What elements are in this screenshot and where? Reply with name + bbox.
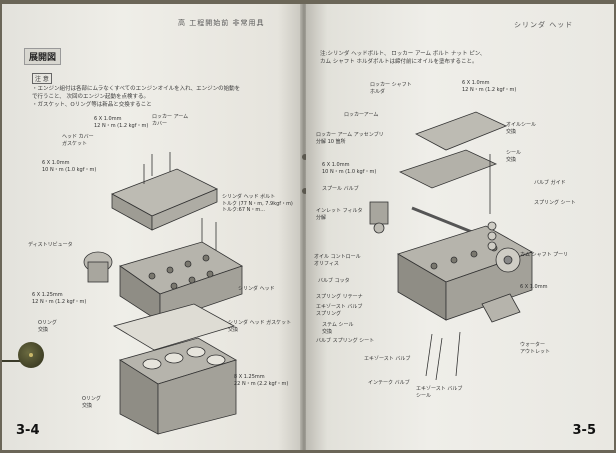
callout: シリンダ ヘッド ボルト トルク (77 N・m, 7.9kgf・m) トルク:… xyxy=(222,194,293,213)
callout: オイルシール 交換 xyxy=(506,122,537,135)
callout: カム シャフト プーリ xyxy=(520,252,569,258)
page-number-left: 3-4 xyxy=(16,423,40,438)
binding-hole xyxy=(302,154,308,160)
callout: オイル コントロール オリフィス xyxy=(314,254,361,267)
binding-hole xyxy=(302,188,308,194)
note-line: 注:シリンダ ヘッドボルト、 ロッカー アーム ボルト ナット ピン、 xyxy=(320,51,486,57)
section-title: 展開図 xyxy=(24,48,62,65)
callout: バルブ コッタ xyxy=(318,278,350,284)
callout: ロッカー アーム カバー xyxy=(152,114,189,127)
callout: ヘッド カバー ガスケット xyxy=(62,134,94,147)
callout: エキゾースト バルブ シール xyxy=(416,386,463,399)
callout: シリンダ ヘッド ガスケット 交換 xyxy=(228,320,292,333)
callout: 6 X 1.0mm 12 N・m (1.2 kgf・m) xyxy=(94,116,149,129)
binder-clip-wire xyxy=(2,350,22,362)
callout: ロッカー シャフト ホルダ xyxy=(370,82,412,95)
callout: 6 X 1.0mm 12 N・m (1.2 kgf・m) xyxy=(462,80,517,93)
left-exploded-diagram xyxy=(83,152,243,435)
callout: バルブ ガイド xyxy=(534,180,566,186)
note-line: カム シャフト ホルダボルトは締付前にオイルを塗布すること。 xyxy=(320,59,478,65)
note-line: ・ガスケット、Oリング等は新品と交換すること xyxy=(32,102,152,108)
right-note: 注:シリンダ ヘッドボルト、 ロッカー アーム ボルト ナット ピン、 カム シ… xyxy=(320,50,590,66)
callout: シリンダ ヘッド xyxy=(238,286,275,292)
callout: スプリング シート xyxy=(534,200,576,206)
callout: 6 X 1.0mm 10 N・m (1.0 kgf・m) xyxy=(42,160,97,173)
callout: インレット フィルタ 分解 xyxy=(316,208,363,221)
callout: Oリング 交換 xyxy=(82,396,101,409)
left-page: 高 工程開始前 非常用具 展開図 注 意 ・エンジン組付は各部にムラなくすべての… xyxy=(2,4,302,450)
right-header-tab: シリンダ ヘッド xyxy=(514,21,574,29)
callout: エキゾースト バルブ スプリング xyxy=(316,304,363,317)
note-line: で行うこと、 次回のエンジン起動を点検する。 xyxy=(32,94,150,100)
callout: エキゾースト バルブ xyxy=(364,356,411,362)
manual-spread: 高 工程開始前 非常用具 展開図 注 意 ・エンジン組付は各部にムラなくすべての… xyxy=(2,4,614,450)
callout: 6 X 1.25mm 12 N・m (1.2 kgf・m) xyxy=(32,292,87,305)
note-line: ・エンジン組付は各部にムラなくすべてのエンジンオイルを入れ、エンジンの始動を xyxy=(32,86,241,92)
binder-clip xyxy=(18,342,44,368)
callout: 6 X 1.0mm xyxy=(520,284,548,290)
right-exploded-diagram xyxy=(369,111,533,381)
callout: ロッカーアーム xyxy=(344,112,379,118)
right-page: シリンダ ヘッド xyxy=(306,4,614,450)
callout: ディストリビュータ xyxy=(28,242,73,248)
callout: ウォーター アウトレット xyxy=(520,342,551,355)
callout: 6 X 1.0mm 10 N・m (1.0 kgf・m) xyxy=(322,162,377,175)
binding-gutter xyxy=(300,4,308,450)
page-number-right: 3-5 xyxy=(572,423,597,438)
callout: シール 交換 xyxy=(506,150,522,163)
callout: スプール バルブ xyxy=(322,186,359,192)
callout: 8 X 1.25mm 22 N・m (2.2 kgf・m) xyxy=(234,374,289,387)
note-label: 注 意 xyxy=(32,73,52,84)
left-header-tab: 高 工程開始前 非常用具 xyxy=(178,19,265,27)
callout: Oリング 交換 xyxy=(38,320,57,333)
callout: バルブ スプリング シート xyxy=(316,338,375,344)
callout: ロッカー アーム アッセンブリ 分解 10 箇所 xyxy=(316,132,384,145)
left-notes: 注 意 ・エンジン組付は各部にムラなくすべてのエンジンオイルを入れ、エンジンの始… xyxy=(32,66,282,109)
callout: ステム シール 交換 xyxy=(322,322,354,335)
callout: インテーク バルブ xyxy=(368,380,410,386)
callout: スプリング リテーナ xyxy=(316,294,363,300)
